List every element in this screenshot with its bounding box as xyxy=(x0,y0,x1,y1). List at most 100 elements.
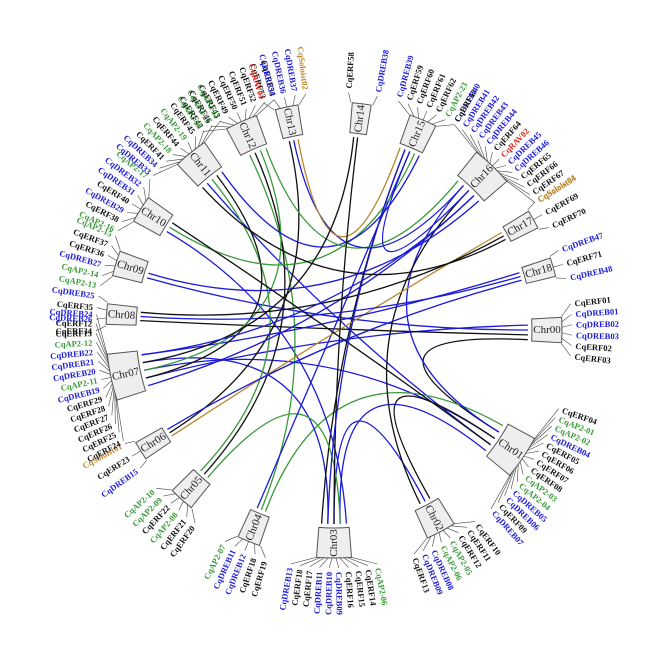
link-chr06-chr17 xyxy=(171,231,503,437)
gene-tick xyxy=(263,102,275,111)
gene-tick xyxy=(191,508,196,524)
gene-tick xyxy=(284,97,287,108)
link-chr02-chr03 xyxy=(333,420,426,525)
gene-tick xyxy=(103,380,112,389)
gene-tick xyxy=(431,119,446,125)
gene-label: CqERF16 xyxy=(344,571,356,608)
gene-label: CqDREB02 xyxy=(576,319,619,330)
gene-label: CqERF15 xyxy=(354,570,368,607)
gene-tick xyxy=(561,314,572,323)
chromosome-chr08 xyxy=(105,303,138,326)
chromosome-chr00 xyxy=(531,316,563,344)
gene-tick xyxy=(107,255,117,261)
link-chr01-chr02 xyxy=(393,395,496,499)
gene-tick xyxy=(519,461,524,475)
gene-tick xyxy=(137,195,144,206)
gene-tick xyxy=(407,103,415,117)
gene-label: CqAP2-12 xyxy=(54,338,92,350)
gene-tick xyxy=(492,158,500,167)
gene-label: CqDREB38 xyxy=(373,49,391,93)
gene-label: CqDREB11 xyxy=(312,571,325,614)
gene-tick xyxy=(462,129,480,155)
chromosome-label: Chr07 xyxy=(111,365,141,383)
gene-tick xyxy=(115,395,120,433)
link-chr03-chr07 xyxy=(142,357,329,524)
link-chr16-chr07 xyxy=(141,195,475,356)
gene-tick xyxy=(298,93,307,105)
gene-tick xyxy=(497,471,513,503)
gene-tick xyxy=(132,203,141,210)
gene-tick xyxy=(163,493,176,497)
gene-tick xyxy=(549,250,559,257)
gene-tick xyxy=(343,557,359,568)
gene-tick xyxy=(499,172,519,180)
link-chr15-chr03 xyxy=(327,149,406,524)
chromosome-chr18 xyxy=(521,257,557,285)
gene-tick xyxy=(553,264,563,268)
gene-tick xyxy=(116,398,124,441)
link-chr12-chr16 xyxy=(265,148,459,249)
link-chr11-chr15 xyxy=(221,155,420,248)
gene-tick xyxy=(111,389,115,416)
gene-tick xyxy=(202,128,227,132)
gene-tick xyxy=(436,124,455,127)
gene-label: CqDREB09 xyxy=(334,572,345,615)
gene-tick xyxy=(348,92,351,103)
gene-tick xyxy=(309,557,325,568)
gene-tick xyxy=(248,105,256,119)
gene-tick xyxy=(148,179,151,198)
gene-tick xyxy=(561,303,571,317)
chromosome-chr04 xyxy=(237,508,270,547)
gene-tick xyxy=(152,164,178,176)
link-chr14-chr03 xyxy=(333,137,359,525)
gene-label: CqDREB10 xyxy=(323,572,334,615)
gene-label: CqERF02 xyxy=(575,341,612,353)
link-chr07-chr12 xyxy=(144,150,282,371)
gene-tick xyxy=(224,536,238,542)
gene-tick xyxy=(533,408,559,440)
link-chr05-chr12 xyxy=(203,152,286,475)
gene-tick xyxy=(489,152,493,164)
chromosome-chr06 xyxy=(135,427,172,460)
gene-tick xyxy=(501,175,525,188)
gene-tick xyxy=(442,530,451,538)
gene-tick xyxy=(454,124,478,153)
gene-tick xyxy=(211,125,231,128)
gene-tick xyxy=(521,458,529,468)
link-chr13-chr15 xyxy=(297,139,401,238)
chromosome-chr09 xyxy=(111,250,149,284)
gene-label: CqDREB26 xyxy=(49,312,92,324)
gene-tick xyxy=(111,245,119,256)
gene-label: CqDREB48 xyxy=(569,263,613,282)
gene-label: CqERF58 xyxy=(344,52,356,89)
gene-tick xyxy=(561,332,573,336)
gene-tick xyxy=(335,557,340,569)
gene-tick xyxy=(96,351,110,369)
link-chr05-chr11 xyxy=(200,178,271,472)
link-chr00-chr01 xyxy=(422,338,528,433)
gene-tick xyxy=(328,557,333,569)
chromosome-chr05 xyxy=(171,468,211,509)
gene-tick xyxy=(432,534,436,547)
link-chr14-chr07 xyxy=(142,136,355,364)
gene-labels: CqERF01CqDREB01CqDREB02CqDREB03CqERF02Cq… xyxy=(49,46,619,615)
gene-tick xyxy=(422,536,432,551)
gene-tick xyxy=(99,276,113,287)
gene-tick xyxy=(97,360,110,372)
gene-tick xyxy=(561,343,571,357)
link-chr06-chr13 xyxy=(169,141,300,434)
gene-tick xyxy=(197,130,205,147)
gene-tick xyxy=(170,497,180,504)
gene-tick xyxy=(497,170,513,173)
gene-tick xyxy=(372,95,378,106)
gene-tick xyxy=(273,99,281,109)
gene-tick xyxy=(290,557,317,565)
gene-tick xyxy=(454,521,476,524)
gene-tick xyxy=(95,325,107,332)
chromosome-chr01 xyxy=(485,423,536,477)
chromosome-label: Chr00 xyxy=(533,324,561,336)
chromosome-chr02 xyxy=(414,497,455,539)
gene-tick xyxy=(166,158,184,162)
gene-tick xyxy=(95,332,109,362)
gene-tick xyxy=(194,136,197,150)
